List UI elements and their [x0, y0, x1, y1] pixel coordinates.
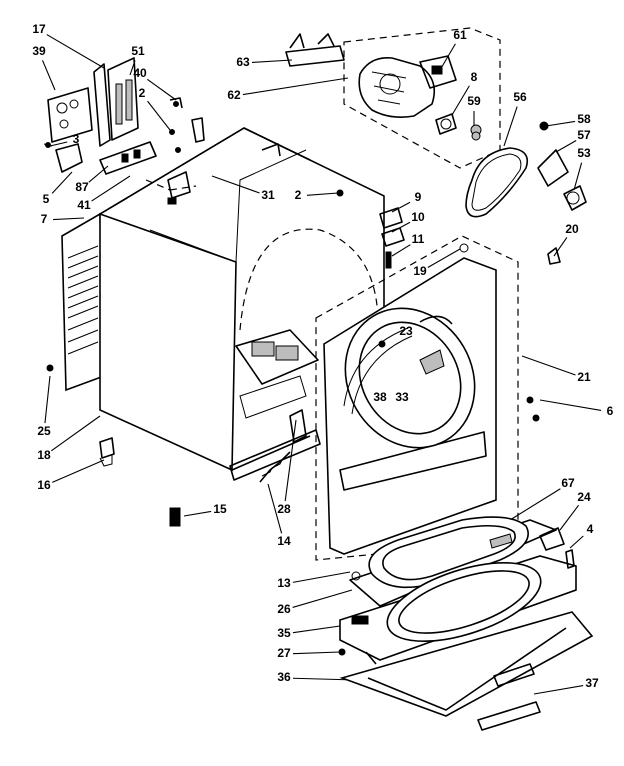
callout-label-c5: 5	[43, 192, 50, 206]
callout-label-c9: 9	[415, 190, 422, 204]
leader-line-c2a	[147, 100, 171, 131]
leader-line-c9	[391, 201, 411, 213]
leader-line-c11	[391, 244, 411, 257]
callout-label-c61: 61	[453, 28, 467, 42]
leader-line-c28	[284, 419, 297, 502]
callout-label-c57: 57	[577, 128, 591, 142]
callout-label-c15: 15	[213, 502, 227, 516]
leader-line-c4	[569, 535, 584, 549]
callout-label-c36: 36	[277, 670, 291, 684]
leader-line-c2b	[306, 192, 339, 196]
spring-and-hinge	[259, 409, 307, 483]
leader-line-c62	[242, 77, 349, 96]
callout-label-c59: 59	[467, 94, 481, 108]
callout-label-c35: 35	[277, 626, 291, 640]
leader-line-c19	[427, 248, 461, 268]
leader-line-c63	[251, 59, 293, 63]
leader-line-c15	[183, 510, 212, 517]
callout-label-c18: 18	[37, 448, 51, 462]
top-bracket-assembly	[43, 57, 205, 175]
callout-label-c28: 28	[277, 502, 291, 516]
leader-line-c8	[451, 85, 470, 116]
leader-line-c26	[292, 589, 353, 608]
motor-assembly	[285, 27, 501, 169]
callout-label-c11: 11	[412, 232, 425, 246]
leader-line-c14	[267, 483, 283, 534]
callout-label-c20: 20	[565, 222, 579, 236]
callout-label-c51: 51	[131, 44, 145, 58]
top-cover-assembly	[338, 516, 594, 731]
callout-label-c3: 3	[73, 132, 80, 146]
callout-label-c25: 25	[37, 424, 51, 438]
callout-label-c26: 26	[277, 602, 291, 616]
callout-label-c17: 17	[32, 22, 46, 36]
callout-label-c21: 21	[577, 370, 591, 384]
callout-label-c39: 39	[32, 44, 46, 58]
leader-line-c56	[503, 106, 518, 147]
callout-label-c23: 23	[399, 324, 413, 338]
leader-line-c37	[533, 684, 584, 695]
leader-line-c39	[41, 60, 56, 91]
leader-line-c27	[292, 651, 341, 655]
leader-line-c20	[553, 237, 568, 257]
callout-label-c24: 24	[577, 490, 591, 504]
leader-line-c5	[51, 171, 73, 194]
callout-label-c41: 41	[77, 198, 91, 212]
front-panel	[315, 235, 540, 561]
callout-label-c38a: 38	[373, 390, 387, 404]
leader-line-c53	[573, 162, 583, 191]
switch-hardware	[379, 207, 469, 269]
leader-line-c25	[44, 375, 51, 424]
feet-and-fasteners	[46, 364, 181, 527]
callout-label-c7: 7	[41, 212, 48, 226]
callout-label-c67: 67	[561, 476, 575, 490]
callout-label-c53: 53	[577, 146, 591, 160]
leader-line-c87	[88, 165, 109, 183]
callout-label-c37: 37	[585, 676, 599, 690]
leader-line-c3	[49, 141, 68, 147]
callout-label-c87: 87	[75, 180, 89, 194]
leader-line-c31	[211, 175, 260, 194]
callout-label-c62: 62	[227, 88, 241, 102]
leader-line-c7	[52, 217, 85, 221]
leader-line-c58	[545, 120, 576, 127]
leader-line-c24	[559, 504, 580, 531]
callout-label-c10: 10	[411, 210, 425, 224]
callout-label-c14: 14	[277, 534, 291, 548]
callout-label-c27: 27	[277, 646, 291, 660]
callout-label-c8: 8	[471, 70, 478, 84]
callout-label-c6: 6	[607, 404, 614, 418]
leader-line-c18	[51, 415, 101, 452]
callout-label-c56: 56	[513, 90, 527, 104]
callout-label-c40: 40	[133, 66, 147, 80]
leader-line-c40	[146, 78, 177, 101]
leader-line-c13	[292, 571, 351, 583]
callout-label-c31: 31	[261, 188, 275, 202]
leader-line-c21	[521, 355, 576, 376]
leader-line-c16	[52, 459, 105, 483]
callout-label-c19: 19	[413, 264, 427, 278]
leader-line-c41	[91, 175, 131, 202]
callout-label-c16: 16	[37, 478, 51, 492]
leader-line-c6	[539, 399, 602, 412]
callout-label-c4: 4	[587, 522, 594, 536]
callout-label-c2b: 2	[295, 188, 302, 202]
leader-line-c57	[555, 139, 577, 153]
callout-label-c63: 63	[236, 55, 250, 69]
callout-label-c33: 33	[395, 390, 409, 404]
leader-line-c17	[46, 34, 105, 69]
callout-label-c58: 58	[577, 112, 591, 126]
callout-label-c2a: 2	[139, 86, 146, 100]
belt-and-idler	[465, 121, 587, 265]
callout-label-c13: 13	[277, 576, 291, 590]
